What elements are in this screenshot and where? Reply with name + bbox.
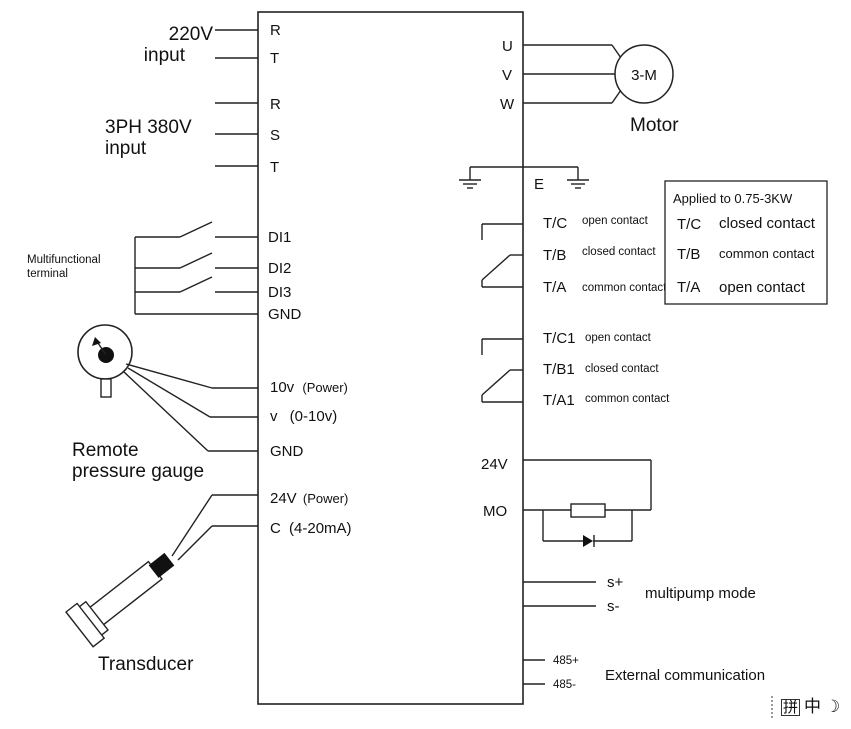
language-toggle-button[interactable]: 中 (804, 696, 822, 717)
resistor-symbol (570, 503, 606, 518)
relay-1: T/C open contact T/B closed contact T/A … (481, 215, 667, 296)
layout-grid-icon[interactable]: 拼 (781, 697, 801, 716)
terminal-10v-name: 10v (270, 379, 295, 396)
earth-label: E (534, 176, 544, 193)
pressure-gauge-label-1: Remote (72, 440, 139, 461)
relay1-terminal-tc: T/C (543, 215, 567, 232)
terminal-DI1: DI1 (268, 229, 291, 246)
terminal-v-name: v (270, 408, 278, 425)
moon-icon[interactable]: ☽ (825, 696, 841, 717)
inverter-body (257, 11, 524, 705)
pressure-gauge-label-2: pressure gauge (72, 461, 204, 482)
terminal-GND-1: GND (268, 306, 302, 323)
analog-voltage-input: 10v (Power) v (0-10v) GND Remote pressur… (72, 324, 348, 482)
ground-icon-right (567, 179, 589, 189)
motor-label: Motor (630, 115, 679, 136)
relay2-desc-tb1: closed contact (585, 363, 659, 375)
three-phase-input: 3PH 380V input R S T (105, 96, 281, 176)
terminal-485-minus: 485- (553, 679, 576, 691)
relay1-desc-tc: open contact (582, 215, 649, 227)
terminal-v-note: (0-10v) (290, 408, 338, 425)
digital-inputs: Multifunctional terminal DI1 DI2 DI3 GND (27, 221, 302, 323)
motor-output: U V W 3-M Motor (500, 38, 679, 136)
relay1-desc-tb: closed contact (582, 246, 656, 258)
note-box-title: Applied to 0.75-3KW (673, 191, 793, 206)
note-desc-tb: common contact (719, 246, 815, 261)
relay2-terminal-tc1: T/C1 (543, 330, 576, 347)
relay2-terminal-tb1: T/B1 (543, 361, 575, 378)
note-terminal-tc: T/C (677, 216, 701, 233)
multipump-terminals: s+ s- multipump mode (523, 574, 756, 615)
terminal-v: v (0-10v) (270, 408, 337, 425)
terminal-GND-2: GND (270, 443, 304, 460)
terminal-s-minus: s- (607, 598, 620, 615)
terminal-DI2: DI2 (268, 260, 291, 277)
ground-icon-left (459, 179, 481, 189)
terminal-S: S (270, 127, 280, 144)
terminal-W: W (500, 96, 515, 113)
analog-current-input: 24V (Power) C (4-20mA) Transducer (65, 490, 352, 675)
terminal-T-1: T (270, 50, 279, 67)
note-box: Applied to 0.75-3KW T/C closed contact T… (664, 180, 828, 305)
terminal-485-plus: 485+ (553, 655, 579, 667)
single-phase-input: 220V input R T (144, 22, 281, 67)
terminal-10v: 10v (Power) (270, 379, 348, 396)
note-desc-tc: closed contact (719, 215, 816, 232)
note-terminal-ta: T/A (677, 279, 700, 296)
terminal-24v-out: 24V (481, 456, 508, 473)
relay1-terminal-ta: T/A (543, 279, 566, 296)
terminal-C-name: C (270, 520, 281, 537)
earth-connection: E (459, 166, 589, 193)
ime-toolbar: 拼 中 ☽ (771, 692, 851, 722)
motor-symbol-label: 3-M (631, 67, 657, 84)
three-phase-voltage: 3PH 380V (105, 117, 192, 138)
note-desc-ta: open contact (719, 279, 806, 296)
communication-terminals: 485+ 485- External communication (523, 655, 765, 691)
terminal-V: V (502, 67, 512, 84)
communication-label: External communication (605, 667, 765, 684)
terminal-C: C (4-20mA) (270, 520, 352, 537)
terminal-s-plus: s+ (607, 574, 624, 591)
digital-inputs-label-2: terminal (27, 268, 68, 280)
terminal-24v-in-name: 24V (270, 490, 297, 507)
terminal-DI3: DI3 (268, 284, 291, 301)
terminal-T-2: T (270, 159, 279, 176)
digital-inputs-label-1: Multifunctional (27, 254, 101, 266)
relay2-desc-tc1: open contact (585, 332, 652, 344)
terminal-R-2: R (270, 96, 281, 113)
multipump-label: multipump mode (645, 585, 756, 602)
pressure-gauge-icon (77, 324, 133, 398)
terminal-U: U (502, 38, 513, 55)
terminal-10v-note: (Power) (302, 380, 348, 395)
terminal-R-1: R (270, 22, 281, 39)
terminal-24v-in: 24V (Power) (270, 490, 348, 507)
relay1-desc-ta: common contact (582, 282, 667, 294)
three-phase-label: input (105, 138, 147, 159)
motor-symbol (614, 44, 674, 104)
terminal-24v-in-note: (Power) (303, 491, 349, 506)
relay2-terminal-ta1: T/A1 (543, 392, 575, 409)
terminal-MO: MO (483, 503, 507, 520)
single-phase-voltage: 220V (169, 24, 214, 45)
multifunction-output: 24V MO (481, 456, 652, 547)
transducer-label: Transducer (98, 654, 194, 675)
relay2-desc-ta1: common contact (585, 393, 670, 405)
single-phase-label: input (144, 45, 186, 66)
diode-symbol (583, 535, 595, 547)
relay1-terminal-tb: T/B (543, 247, 566, 264)
toolbar-grip[interactable] (771, 696, 777, 718)
note-terminal-tb: T/B (677, 246, 700, 263)
terminal-C-note: (4-20mA) (289, 520, 352, 537)
transducer-icon (65, 552, 175, 648)
relay-2: T/C1 open contact T/B1 closed contact T/… (481, 330, 670, 409)
